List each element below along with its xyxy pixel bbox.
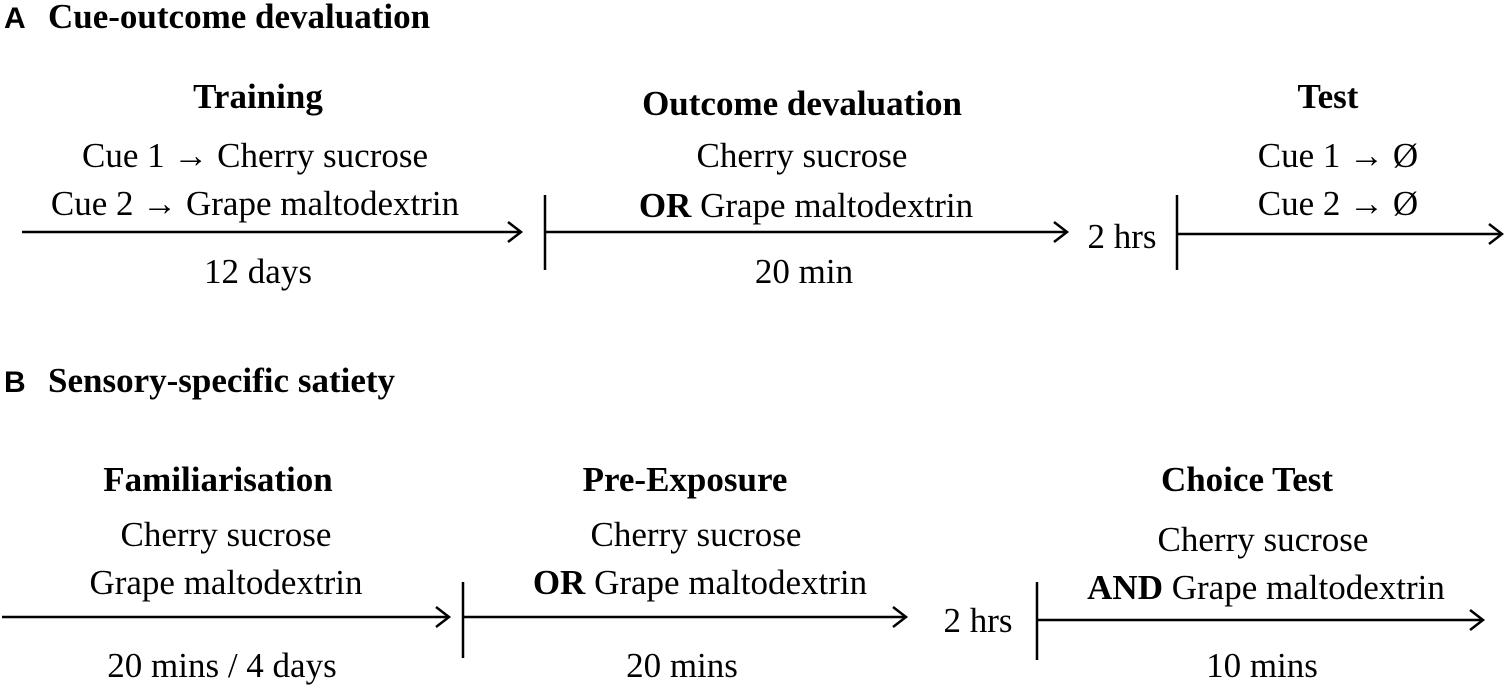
training-arrowhead: [507, 221, 524, 243]
devaluation-line-1: Cherry sucrose: [697, 136, 908, 175]
familiarisation-arrowhead: [435, 606, 452, 628]
choice-test-line-1: Cherry sucrose: [1158, 520, 1369, 559]
choice-test-arrowhead: [1469, 609, 1486, 631]
devaluation-duration: 20 min: [755, 252, 853, 291]
test-title: Test: [1298, 77, 1359, 116]
choice-test-line-2-rest: Grape maltodextrin: [1163, 568, 1445, 607]
devaluation-title: Outcome devaluation: [642, 84, 962, 123]
devaluation-line-2: OR Grape maltodextrin: [639, 186, 973, 225]
pre-exposure-title: Pre-Exposure: [583, 460, 788, 499]
panel-a-delay: 2 hrs: [1087, 217, 1156, 256]
panel-b-title: Sensory-specific satiety: [48, 361, 396, 400]
panel-b-letter: B: [4, 366, 26, 399]
familiarisation-line-2: Grape maltodextrin: [89, 563, 362, 602]
choice-test-line-2: AND Grape maltodextrin: [1087, 568, 1445, 607]
devaluation-arrowhead: [1053, 221, 1070, 243]
pre-exposure-duration: 20 mins: [626, 646, 738, 685]
test-line-1: Cue 1 → Ø: [1258, 136, 1418, 175]
panel-a: A Cue-outcome devaluation Training Cue 1…: [4, 0, 1504, 291]
familiarisation-duration: 20 mins / 4 days: [107, 646, 336, 685]
test-arrowhead: [1488, 223, 1504, 245]
devaluation-line-2-rest: Grape maltodextrin: [691, 186, 973, 225]
pre-exposure-or: OR: [533, 563, 586, 602]
panel-b-delay: 2 hrs: [943, 601, 1012, 640]
pre-exposure-line-2-rest: Grape maltodextrin: [585, 563, 867, 602]
pre-exposure-line-1: Cherry sucrose: [591, 515, 802, 554]
panel-a-title: Cue-outcome devaluation: [48, 0, 430, 36]
training-duration: 12 days: [204, 252, 312, 291]
panel-b: B Sensory-specific satiety Familiarisati…: [2, 361, 1486, 685]
training-line-2: Cue 2 → Grape maltodextrin: [51, 184, 459, 223]
panel-a-letter: A: [4, 2, 26, 35]
choice-test-duration: 10 mins: [1206, 646, 1318, 685]
pre-exposure-line-2: OR Grape maltodextrin: [533, 563, 867, 602]
training-title: Training: [193, 77, 323, 116]
pre-exposure-arrowhead: [892, 606, 909, 628]
familiarisation-title: Familiarisation: [103, 460, 332, 499]
choice-test-and: AND: [1087, 568, 1163, 607]
devaluation-or: OR: [639, 186, 692, 225]
choice-test-title: Choice Test: [1161, 460, 1333, 499]
training-line-1: Cue 1 → Cherry sucrose: [82, 136, 428, 175]
test-line-2: Cue 2 → Ø: [1258, 184, 1418, 223]
familiarisation-line-1: Cherry sucrose: [121, 515, 332, 554]
